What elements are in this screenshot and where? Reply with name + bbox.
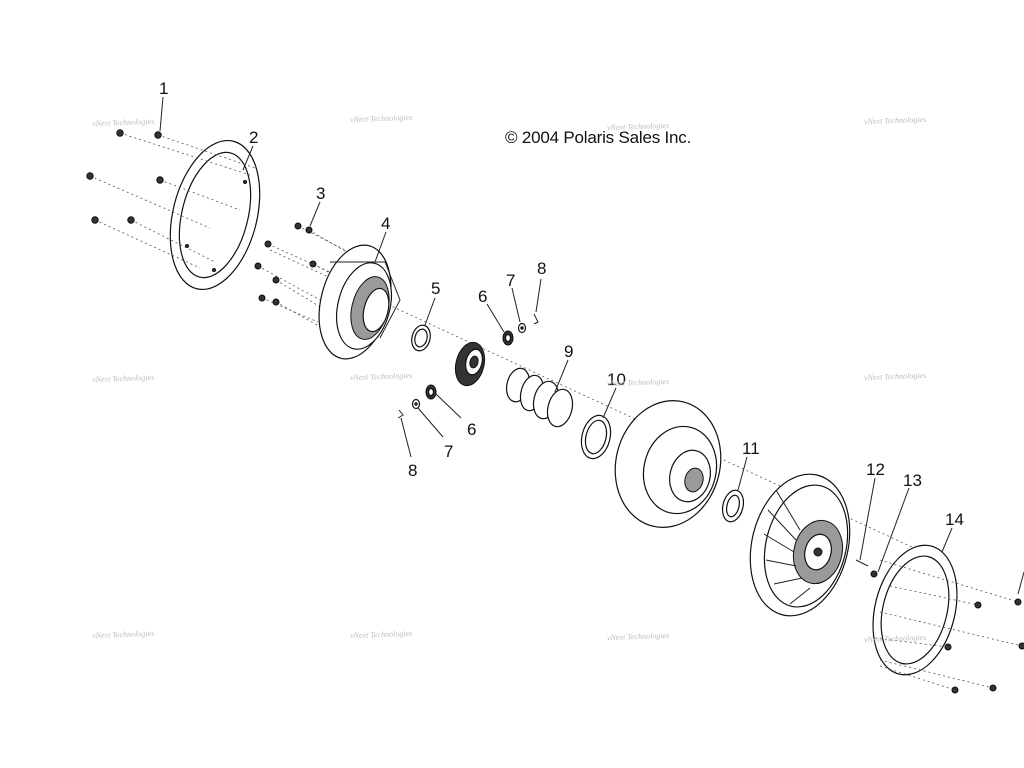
callout-10: 10 [607, 370, 626, 389]
callout-7-lower: 7 [444, 442, 453, 461]
callout-2: 2 [249, 128, 258, 147]
part-14-gasket [872, 544, 958, 676]
callout-8-upper: 8 [537, 259, 546, 278]
callout-14: 14 [945, 510, 964, 529]
bolts-right [874, 559, 1024, 694]
sheave-disc [614, 400, 722, 528]
callout-1: 1 [159, 79, 168, 98]
part-5-ring [411, 324, 431, 352]
copyright-notice: © 2004 Polaris Sales Inc. [505, 128, 692, 147]
parts-6-7-8-lower [397, 384, 437, 419]
center-hub [454, 341, 486, 387]
finned-housing [749, 473, 851, 617]
callout-labels: 1 2 3 4 5 6 7 8 9 10 6 7 8 11 12 13 14 [159, 79, 964, 529]
parts-12-13 [855, 559, 878, 578]
part-11-washer [721, 489, 745, 523]
part-4-cover [318, 244, 401, 360]
part-2-gasket [169, 139, 261, 291]
part-1-bolts-left [86, 129, 256, 269]
part-9-spring [505, 367, 574, 428]
callout-8-lower: 8 [408, 461, 417, 480]
callout-5: 5 [431, 279, 440, 298]
callout-4: 4 [381, 214, 390, 233]
part-10-washer [580, 414, 612, 460]
callout-12: 12 [866, 460, 885, 479]
callout-9: 9 [564, 342, 573, 361]
callout-13: 13 [903, 471, 922, 490]
callout-7-upper: 7 [506, 271, 515, 290]
callout-6-upper: 6 [478, 287, 487, 306]
callout-6-lower: 6 [467, 420, 476, 439]
leader-lines [159, 96, 953, 573]
parts-6-7-8-upper [502, 313, 539, 346]
callout-3: 3 [316, 184, 325, 203]
part-3-bolts [254, 222, 351, 331]
callout-11: 11 [742, 439, 760, 458]
